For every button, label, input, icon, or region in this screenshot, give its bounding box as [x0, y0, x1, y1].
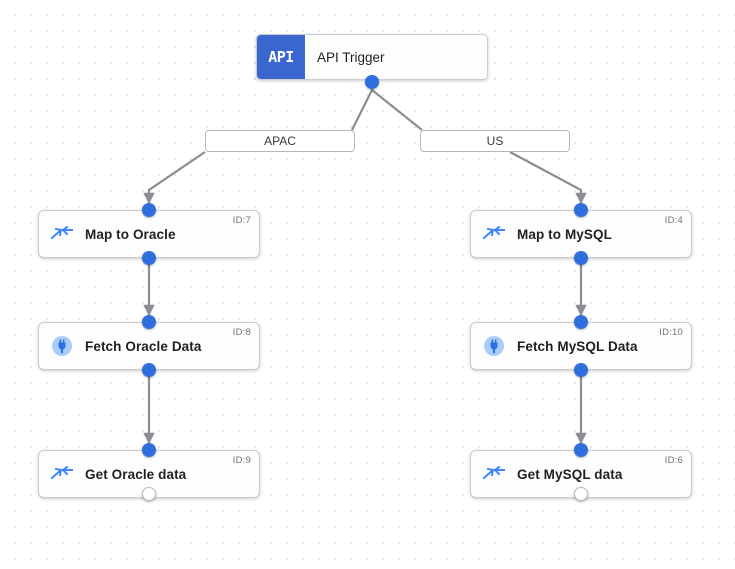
port-out[interactable]	[574, 251, 588, 265]
edge-trigger-us	[370, 82, 423, 131]
node-fetch-mysql-data[interactable]: Fetch MySQL Data ID:10	[470, 322, 692, 370]
api-icon: API	[257, 35, 305, 79]
mapper-icon	[471, 451, 517, 497]
database-plug-icon	[39, 323, 85, 369]
edge-us-map-mysql	[509, 151, 587, 205]
node-title: Fetch Oracle Data	[85, 338, 202, 354]
node-title: Fetch MySQL Data	[517, 338, 638, 354]
mapper-icon	[471, 211, 517, 257]
port-out-unconnected[interactable]	[574, 487, 588, 501]
node-id-badge: ID:10	[659, 327, 683, 338]
port-in[interactable]	[142, 443, 156, 457]
node-id-badge: ID:4	[664, 215, 683, 226]
node-id-badge: ID:8	[232, 327, 251, 338]
node-title: Get Oracle data	[85, 466, 187, 482]
branch-label-text: US	[486, 134, 504, 148]
api-icon-label: API	[268, 48, 294, 66]
port-in[interactable]	[574, 443, 588, 457]
port-out-unconnected[interactable]	[142, 487, 156, 501]
branch-label-text: APAC	[264, 134, 296, 148]
node-id-badge: ID:7	[232, 215, 251, 226]
port-in[interactable]	[142, 203, 156, 217]
port-in[interactable]	[574, 315, 588, 329]
port-out[interactable]	[142, 251, 156, 265]
node-title: Get MySQL data	[517, 466, 623, 482]
branch-label-apac[interactable]: APAC	[205, 130, 355, 152]
node-id-badge: ID:9	[232, 455, 251, 466]
node-title: Map to Oracle	[85, 226, 176, 242]
edge-trigger-apac	[351, 82, 374, 131]
node-title: API Trigger	[317, 49, 385, 65]
mapper-icon	[39, 211, 85, 257]
node-title: Map to MySQL	[517, 226, 612, 242]
port-in[interactable]	[142, 315, 156, 329]
mapper-icon	[39, 451, 85, 497]
port-out[interactable]	[142, 363, 156, 377]
port-in[interactable]	[574, 203, 588, 217]
node-api-trigger[interactable]: API API Trigger	[256, 34, 488, 80]
node-id-badge: ID:6	[664, 455, 683, 466]
node-map-to-mysql[interactable]: Map to MySQL ID:4	[470, 210, 692, 258]
edge-apac-map-oracle	[143, 151, 206, 205]
port-trigger-out[interactable]	[365, 75, 379, 89]
database-plug-icon	[471, 323, 517, 369]
port-out[interactable]	[574, 363, 588, 377]
branch-label-us[interactable]: US	[420, 130, 570, 152]
